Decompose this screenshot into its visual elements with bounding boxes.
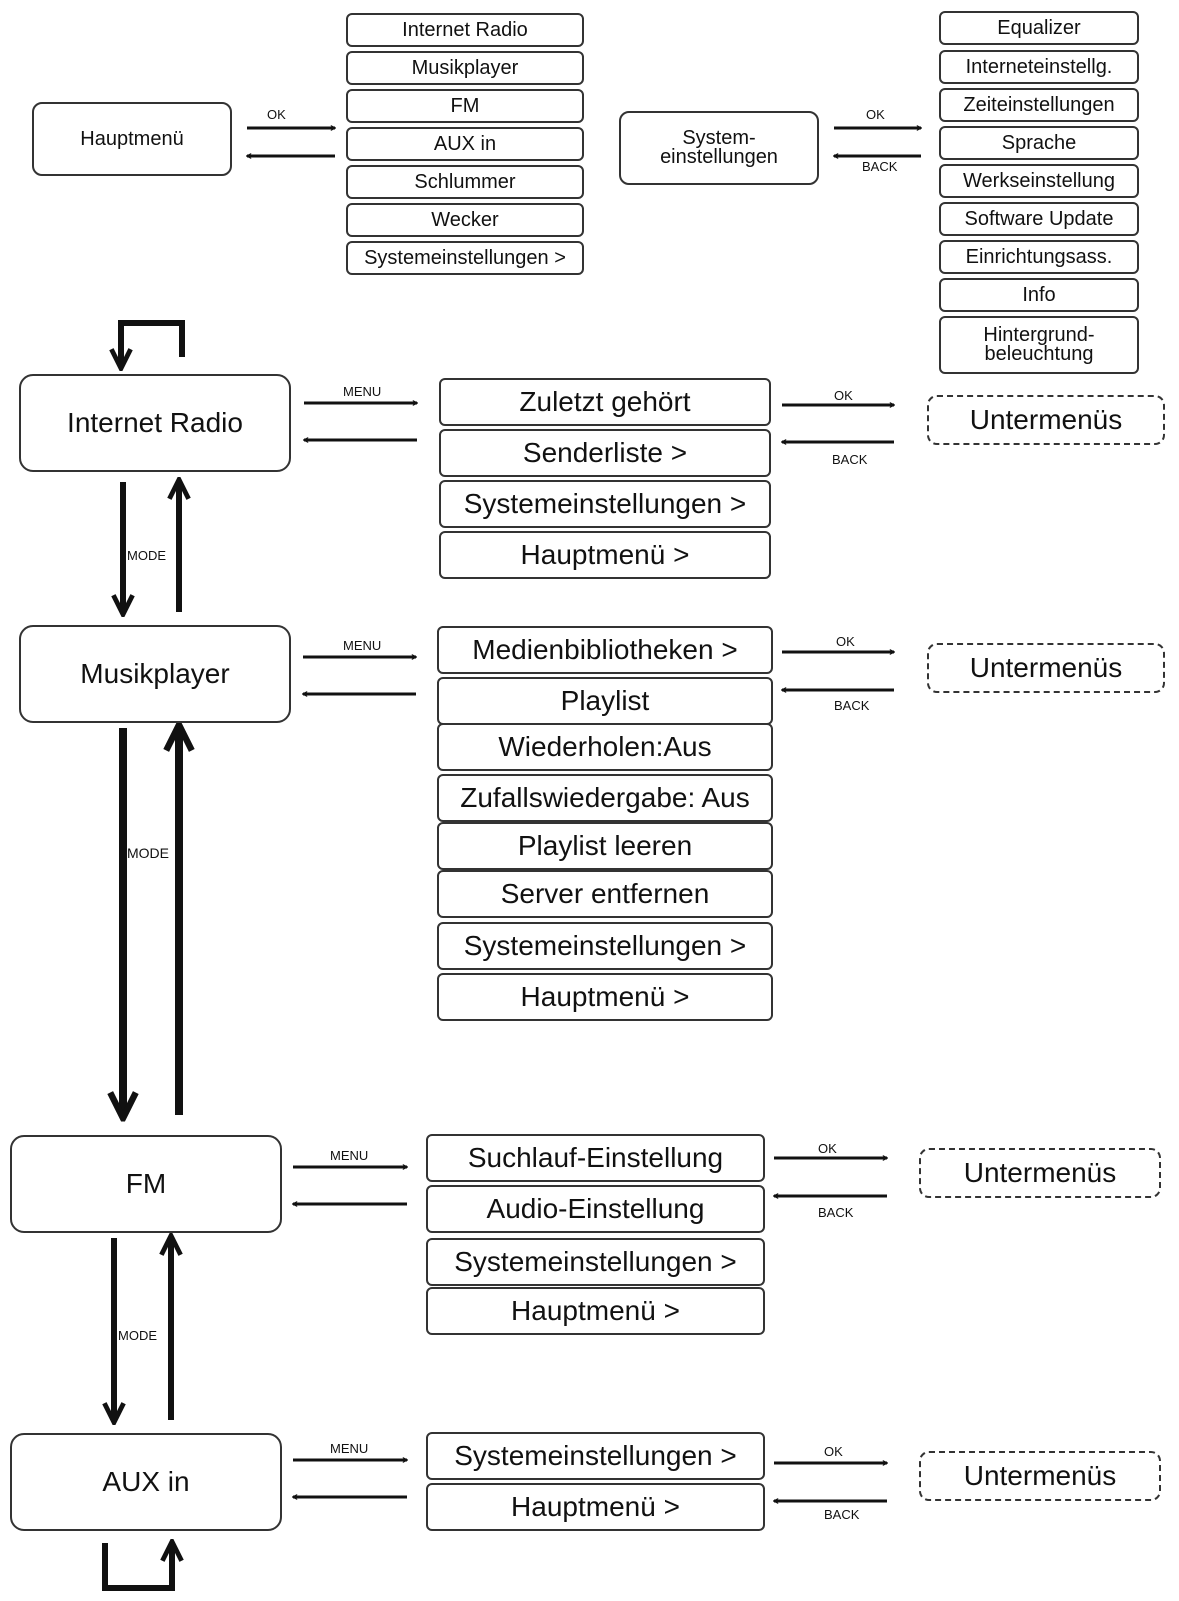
- aux-back-label: BACK: [824, 1507, 860, 1522]
- ir-item-hauptmenu: Hauptmenü >: [439, 531, 771, 579]
- fm-item-suchlauf: Suchlauf-Einstellung: [426, 1134, 765, 1182]
- ir-back-label: BACK: [832, 452, 868, 467]
- sys-item-sprache: Sprache: [939, 126, 1139, 160]
- fm-back-label: BACK: [818, 1205, 854, 1220]
- mode-aux-in: AUX in: [10, 1433, 282, 1531]
- mode-label-2: MODE: [127, 845, 169, 861]
- main-item-systemeinstellungen: Systemeinstellungen >: [346, 241, 584, 275]
- mode-fm: FM: [10, 1135, 282, 1233]
- system-settings-line2: einstellungen: [660, 146, 778, 168]
- sys-item-hintergrund-line1: Hintergrund-: [983, 324, 1095, 346]
- main-menu-box: Hauptmenü: [32, 102, 232, 176]
- main-item-schlummer: Schlummer: [346, 165, 584, 199]
- mode-label-1: MODE: [127, 548, 166, 563]
- system-settings-box: System- einstellungen: [619, 111, 819, 185]
- mode-label-3: MODE: [118, 1328, 157, 1343]
- fm-item-systemeinstellungen: Systemeinstellungen >: [426, 1238, 765, 1286]
- aux-submenu-box: Untermenüs: [919, 1451, 1161, 1501]
- aux-menu-label: MENU: [330, 1441, 369, 1456]
- ir-submenu-box: Untermenüs: [927, 395, 1165, 445]
- loop-top-arrow: [121, 320, 185, 366]
- mp-item-server-entfernen: Server entfernen: [437, 870, 773, 918]
- mp-back-label: BACK: [834, 698, 870, 713]
- mp-item-systemeinstellungen: Systemeinstellungen >: [437, 922, 773, 970]
- sys-item-info: Info: [939, 278, 1139, 312]
- mp-item-playlist: Playlist: [437, 677, 773, 725]
- sys-item-hintergrundbeleuchtung: Hintergrund- beleuchtung: [939, 316, 1139, 374]
- aux-item-systemeinstellungen: Systemeinstellungen >: [426, 1432, 765, 1480]
- mp-item-playlist-leeren: Playlist leeren: [437, 822, 773, 870]
- mp-item-medienbibliotheken: Medienbibliotheken >: [437, 626, 773, 674]
- mode-internet-radio: Internet Radio: [19, 374, 291, 472]
- sys-item-zeiteinstellungen: Zeiteinstellungen: [939, 88, 1139, 122]
- mp-ok-label: OK: [836, 634, 855, 649]
- ir-menu-label: MENU: [343, 384, 382, 399]
- ir-ok-label: OK: [834, 388, 853, 403]
- main-item-aux-in: AUX in: [346, 127, 584, 161]
- main-item-musikplayer: Musikplayer: [346, 51, 584, 85]
- fm-menu-label: MENU: [330, 1148, 369, 1163]
- fm-item-audio: Audio-Einstellung: [426, 1185, 765, 1233]
- fm-item-hauptmenu: Hauptmenü >: [426, 1287, 765, 1335]
- mode-musikplayer: Musikplayer: [19, 625, 291, 723]
- mp-item-wiederholen: Wiederholen:Aus: [437, 723, 773, 771]
- mp-item-zufallswiedergabe: Zufallswiedergabe: Aus: [437, 774, 773, 822]
- sys-item-software-update: Software Update: [939, 202, 1139, 236]
- sys-item-interneteinstellg: Interneteinstellg.: [939, 50, 1139, 84]
- aux-ok-label: OK: [824, 1444, 843, 1459]
- main-ok-label: OK: [267, 107, 286, 122]
- main-item-fm: FM: [346, 89, 584, 123]
- ir-item-systemeinstellungen: Systemeinstellungen >: [439, 480, 771, 528]
- ir-item-zuletzt-gehoert: Zuletzt gehört: [439, 378, 771, 426]
- aux-item-hauptmenu: Hauptmenü >: [426, 1483, 765, 1531]
- mp-menu-label: MENU: [343, 638, 382, 653]
- ir-item-senderliste: Senderliste >: [439, 429, 771, 477]
- main-item-internet-radio: Internet Radio: [346, 13, 584, 47]
- sys-item-einrichtungsass: Einrichtungsass.: [939, 240, 1139, 274]
- system-settings-line1: System-: [682, 127, 756, 149]
- loop-bottom-arrow: [102, 1543, 172, 1591]
- sys-item-equalizer: Equalizer: [939, 11, 1139, 45]
- mp-submenu-box: Untermenüs: [927, 643, 1165, 693]
- sys-item-werkseinstellung: Werkseinstellung: [939, 164, 1139, 198]
- sys-back-label: BACK: [862, 159, 898, 174]
- sys-ok-label: OK: [866, 107, 885, 122]
- mp-item-hauptmenu: Hauptmenü >: [437, 973, 773, 1021]
- fm-ok-label: OK: [818, 1141, 837, 1156]
- sys-item-hintergrund-line2: beleuchtung: [984, 343, 1094, 365]
- main-item-wecker: Wecker: [346, 203, 584, 237]
- fm-submenu-box: Untermenüs: [919, 1148, 1161, 1198]
